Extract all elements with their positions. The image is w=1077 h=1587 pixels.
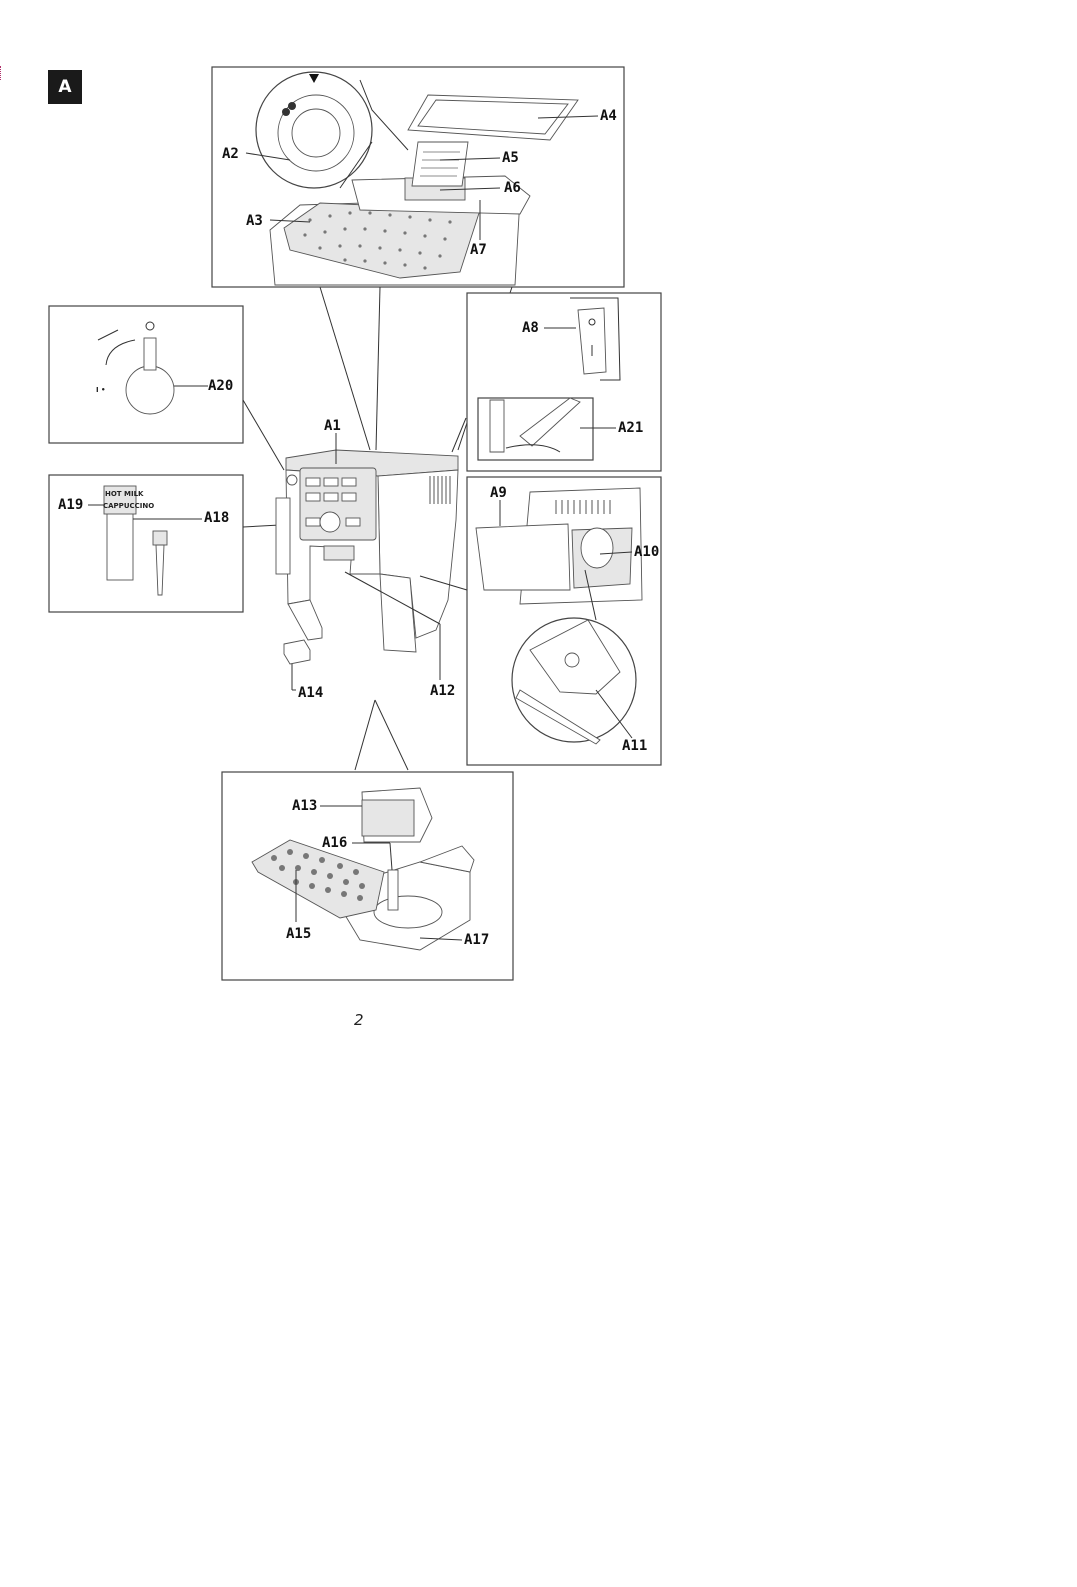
cappuccino-text: CAPPUCCINO [103,502,154,510]
svg-text:I •: I • [96,386,106,394]
water-level-float [388,870,398,910]
coffee-dial [320,512,340,532]
machine-main [276,450,458,664]
label-a10: A10 [634,544,659,560]
grounds-container-front [362,800,414,836]
label-a17: A17 [464,932,489,948]
panel-switch: A8 A21 [467,293,661,471]
funnel-lid [412,142,468,186]
inner-nozzle-top [153,531,167,545]
steam-knob-stem [144,338,156,370]
label-a2: A2 [222,146,239,162]
hot-milk-text: HOT MILK [105,490,144,498]
label-a5: A5 [502,150,519,166]
label-a7: A7 [470,242,487,258]
coffee-spout [324,546,354,560]
label-a14: A14 [298,685,323,701]
service-door [476,524,570,590]
label-a15: A15 [286,926,311,942]
coffee-bean-icon [282,108,290,116]
panel-steam-knob: I • A20 [49,306,243,443]
label-a4: A4 [600,108,617,124]
label-a9: A9 [490,485,507,501]
water-tank [380,574,416,652]
drip-tray-left [288,600,322,640]
coffee-bean-icon-2 [288,102,296,110]
grinder-dial-knob [292,109,340,157]
steam-knob [126,366,174,414]
label-a21: A21 [618,420,643,436]
panel-top [212,67,624,287]
steam-knob-small [287,475,297,485]
release-button [565,653,579,667]
label-a13: A13 [292,798,317,814]
panel-drip-tray: A13 A16 A15 A17 [222,772,513,980]
socket-body [490,400,504,452]
measuring-scoop [284,640,310,664]
label-a3: A3 [246,213,263,229]
label-a11: A11 [622,738,647,754]
label-a19: A19 [58,497,83,513]
drip-tray-basin [374,896,442,928]
panel-a18-frame [49,475,243,612]
label-a12: A12 [430,683,455,699]
page-number: 2 [354,1011,364,1029]
brew-unit [581,528,613,568]
panel-nozzle: HOT MILK CAPPUCCINO A19 A18 [49,475,243,612]
label-a1: A1 [324,418,341,434]
panel-brew-unit: A9 A10 A11 [467,477,661,765]
label-a18: A18 [204,510,229,526]
label-a20: A20 [208,378,233,394]
label-a6: A6 [504,180,521,196]
steam-wand [276,498,290,574]
label-a16: A16 [322,835,347,851]
label-a8: A8 [522,320,539,336]
